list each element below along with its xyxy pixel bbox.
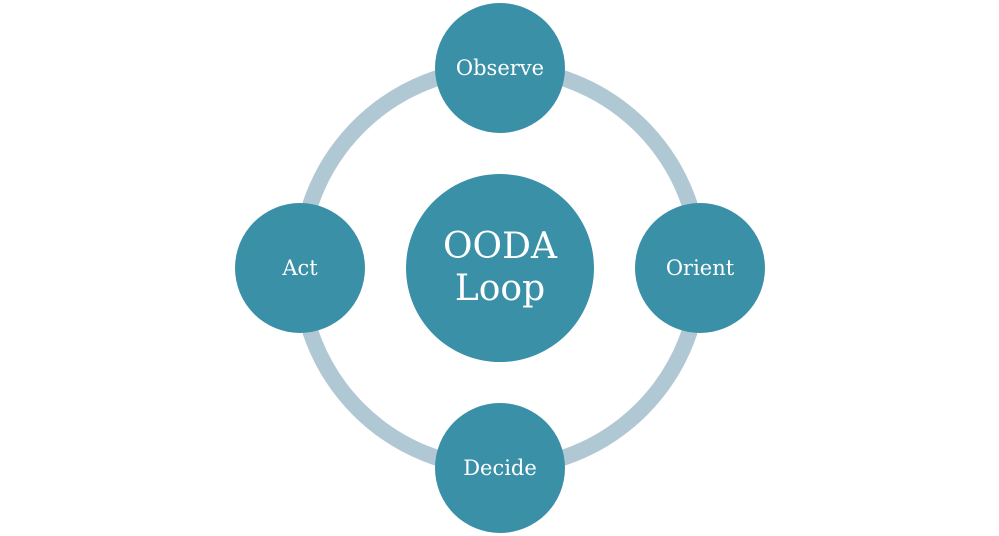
- center-title-line1: OODA: [443, 225, 557, 267]
- center-node: OODA Loop: [406, 174, 594, 362]
- node-observe-label: Observe: [455, 56, 545, 80]
- node-orient: Orient: [635, 203, 765, 333]
- node-orient-label: Orient: [665, 256, 735, 280]
- node-act: Act: [235, 203, 365, 333]
- node-act-label: Act: [282, 256, 318, 280]
- node-decide: Decide: [435, 403, 565, 533]
- node-decide-label: Decide: [463, 456, 537, 480]
- node-observe: Observe: [435, 3, 565, 133]
- center-title-line2: Loop: [454, 268, 546, 309]
